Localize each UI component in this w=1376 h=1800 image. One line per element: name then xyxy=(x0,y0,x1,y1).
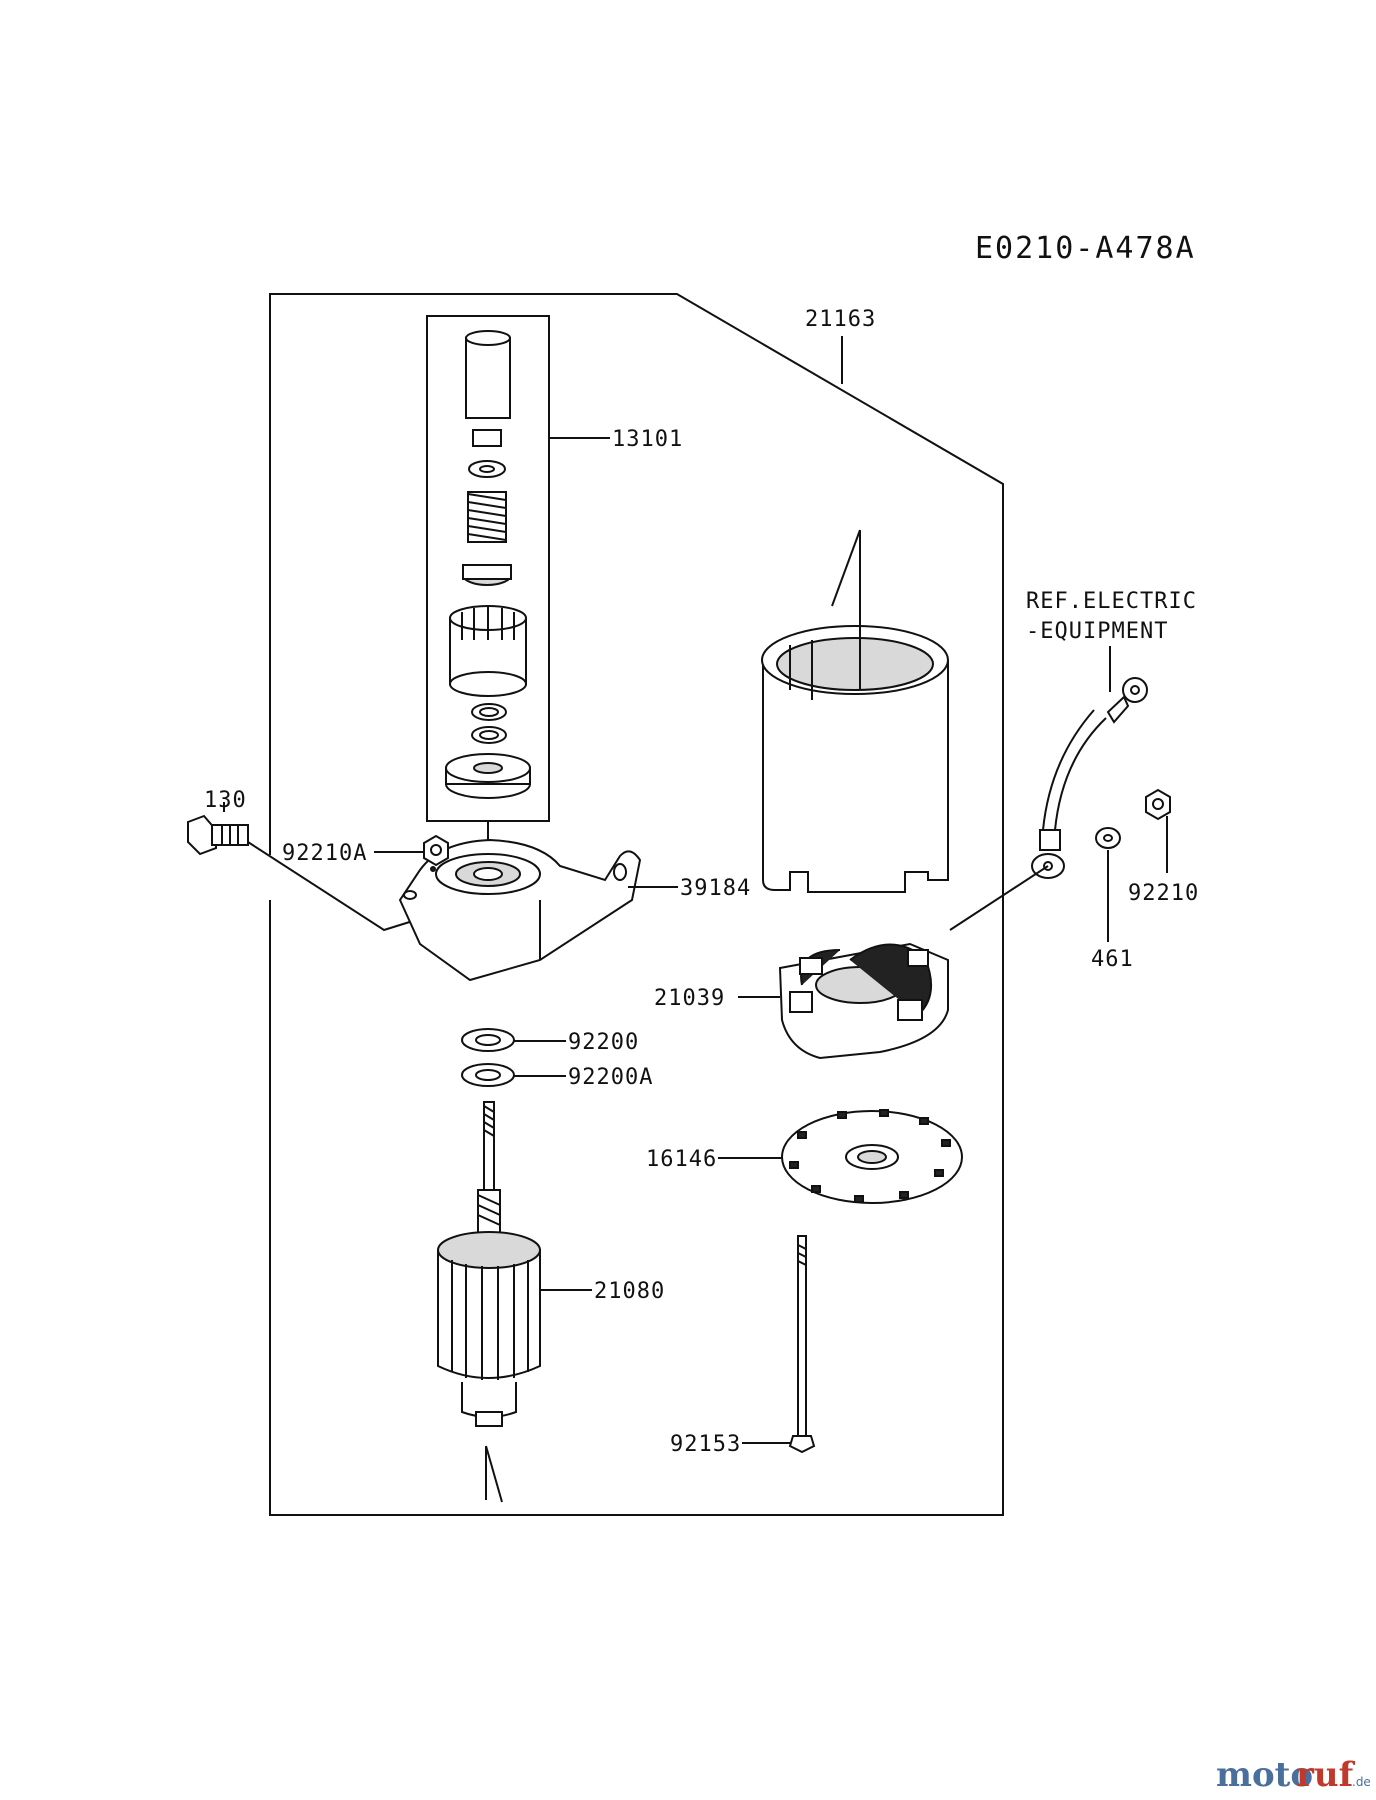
label-92200: 92200 xyxy=(568,1030,639,1055)
label-21080: 21080 xyxy=(594,1279,665,1304)
bracket xyxy=(398,838,642,982)
label-21163: 21163 xyxy=(805,307,876,332)
label-16146: 16146 xyxy=(646,1147,717,1172)
ref-electric-line2: -EQUIPMENT xyxy=(1026,619,1168,644)
washer-92200A xyxy=(461,1063,515,1087)
end-plate xyxy=(781,1109,963,1204)
assembly-outline xyxy=(269,293,1004,1516)
washer-92200 xyxy=(461,1028,515,1052)
diagram-code: E0210-A478A xyxy=(975,231,1196,266)
label-130: 130 xyxy=(204,788,247,813)
through-bolt xyxy=(788,1235,816,1454)
label-92153: 92153 xyxy=(670,1432,741,1457)
cable-lead xyxy=(1031,677,1148,879)
brush-holder xyxy=(778,942,949,1060)
watermark-logo: moto ruf .de xyxy=(1216,1755,1371,1795)
armature-axis-line xyxy=(485,1445,503,1503)
label-21039: 21039 xyxy=(654,986,725,1011)
label-39184: 39184 xyxy=(680,876,751,901)
ref-electric-line1: REF.ELECTRIC xyxy=(1026,589,1197,614)
yoke-housing xyxy=(761,529,949,893)
label-13101: 13101 xyxy=(612,427,683,452)
svg-text:moto: moto xyxy=(1216,1755,1313,1795)
bolt-130 xyxy=(187,814,249,856)
armature xyxy=(437,1101,541,1427)
terminal-link-line xyxy=(949,865,1049,931)
label-92210A: 92210A xyxy=(282,841,367,866)
svg-text:ruf: ruf xyxy=(1296,1755,1356,1795)
label-92210: 92210 xyxy=(1128,881,1199,906)
svg-text:.de: .de xyxy=(1352,1775,1371,1789)
pinion-kit-parts xyxy=(445,330,531,799)
label-92200A: 92200A xyxy=(568,1065,653,1090)
label-461: 461 xyxy=(1091,947,1134,972)
